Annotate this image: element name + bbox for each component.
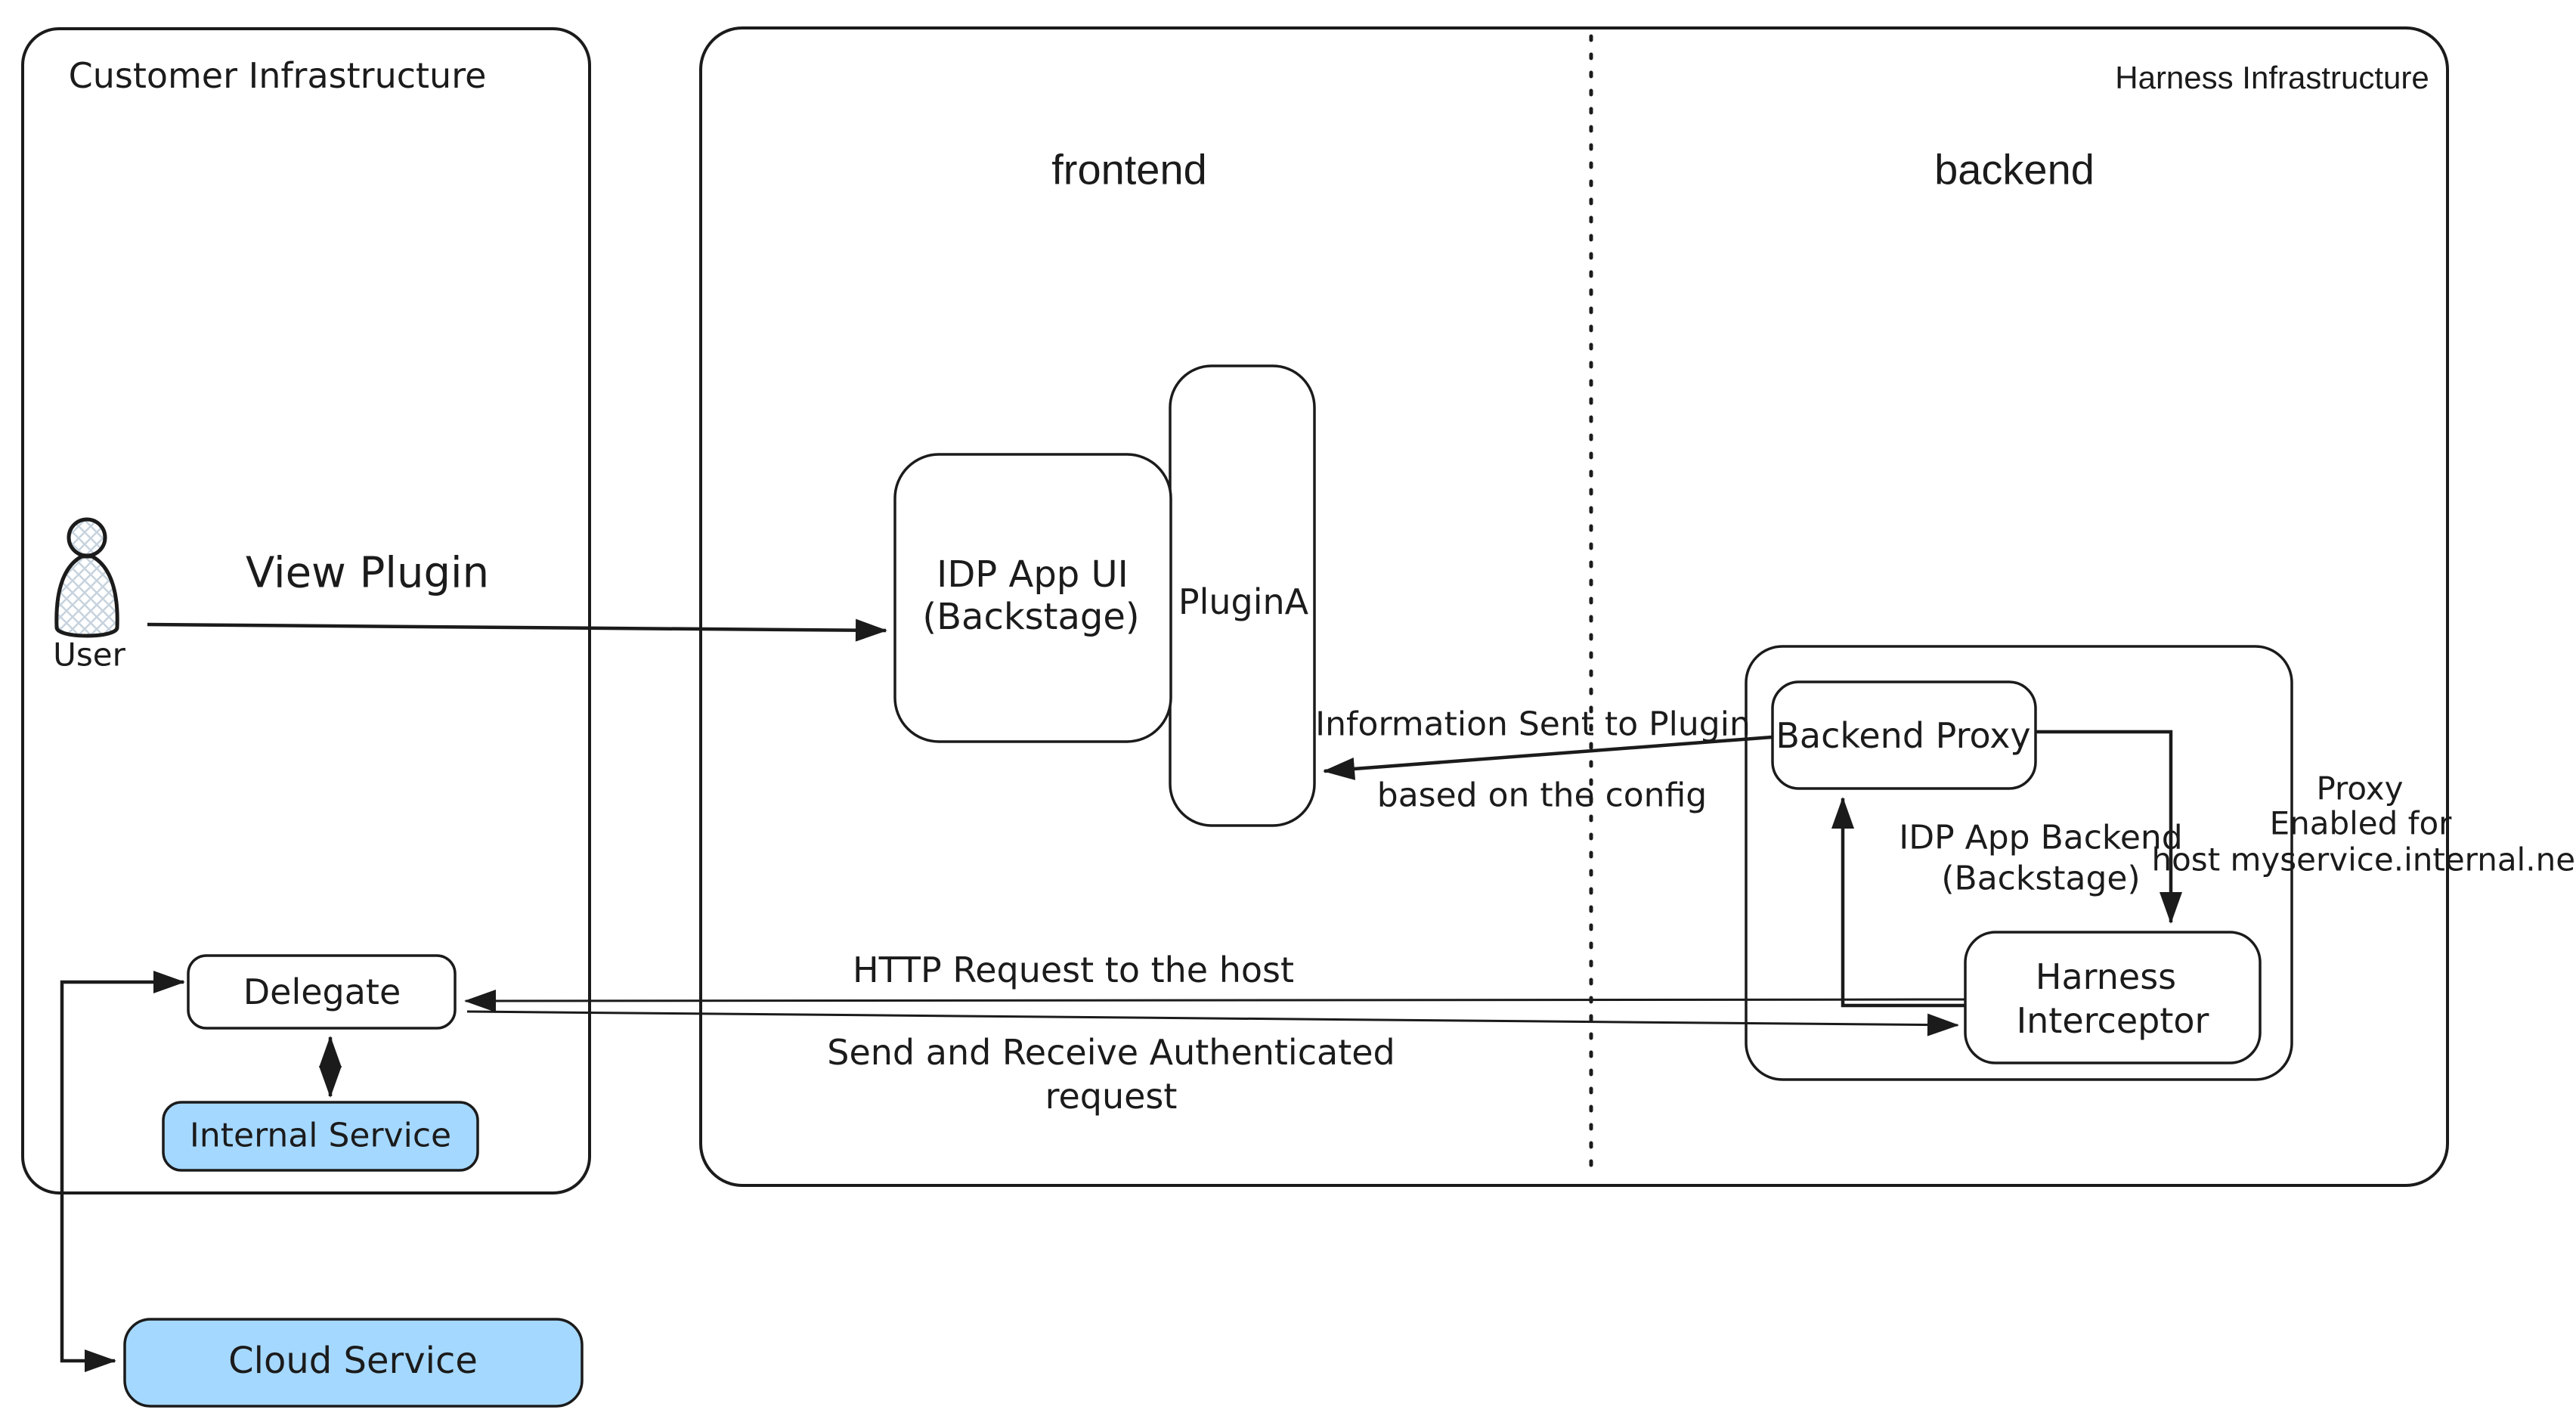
proxy-enabled-line3: host myservice.internal.net — [2151, 841, 2576, 878]
idp-app-ui-label-line2: (Backstage) — [922, 596, 1140, 638]
harness-infrastructure-box — [699, 26, 2449, 1187]
frontend-label: frontend — [1051, 145, 1207, 194]
http-request-annotation: HTTP Request to the host — [852, 950, 1295, 990]
arrow-backendproxy-to-interceptor — [2036, 730, 2182, 924]
harness-interceptor-label-line2: Interceptor — [2016, 1000, 2209, 1041]
idp-app-backend-label-line2: (Backstage) — [1941, 859, 2141, 898]
send-receive-line1: Send and Receive Authenticated — [827, 1032, 1395, 1073]
arrow-delegate-to-interceptor — [466, 1010, 1959, 1036]
backend-proxy-label: Backend Proxy — [1776, 715, 2031, 756]
information-sent-line2: based on the config — [1376, 776, 1708, 815]
node-harness-interceptor — [1964, 931, 2262, 1064]
view-plugin-annotation: View Plugin — [245, 548, 490, 598]
user-label: User — [53, 636, 125, 674]
plugin-a-label: PluginA — [1178, 581, 1309, 622]
harness-infrastructure-label: Harness Infrastructure — [2115, 60, 2429, 95]
user-icon — [54, 517, 119, 638]
proxy-enabled-line2: Enabled for — [2269, 804, 2452, 842]
node-delegate — [187, 954, 457, 1030]
proxy-enabled-line1: Proxy — [2316, 770, 2404, 807]
arrow-interceptor-to-backendproxy — [1831, 797, 1965, 1008]
customer-infrastructure-box — [21, 27, 591, 1194]
harness-interceptor-label-line1: Harness — [2035, 956, 2177, 997]
arrow-proxy-to-plugin — [1323, 735, 1773, 780]
node-idp-app-ui — [893, 453, 1172, 743]
arrow-user-to-idp-ui — [147, 618, 887, 642]
arrow-interceptor-to-delegate — [464, 989, 1966, 1012]
send-receive-line2: request — [1045, 1076, 1178, 1117]
internal-service-label: Internal Service — [189, 1116, 452, 1155]
customer-infrastructure-label: Customer Infrastructure — [68, 55, 487, 96]
idp-app-ui-label-line1: IDP App UI — [937, 553, 1129, 596]
node-backend-proxy — [1771, 680, 2037, 790]
backend-label: backend — [1934, 145, 2095, 194]
delegate-label: Delegate — [243, 971, 401, 1012]
cloud-service-label: Cloud Service — [228, 1340, 478, 1382]
arrow-delegate-cloud-connector — [60, 971, 185, 1372]
idp-app-backend-label-line1: IDP App Backend — [1899, 818, 2183, 857]
information-sent-line1: Information Sent to Plugin — [1315, 705, 1751, 744]
